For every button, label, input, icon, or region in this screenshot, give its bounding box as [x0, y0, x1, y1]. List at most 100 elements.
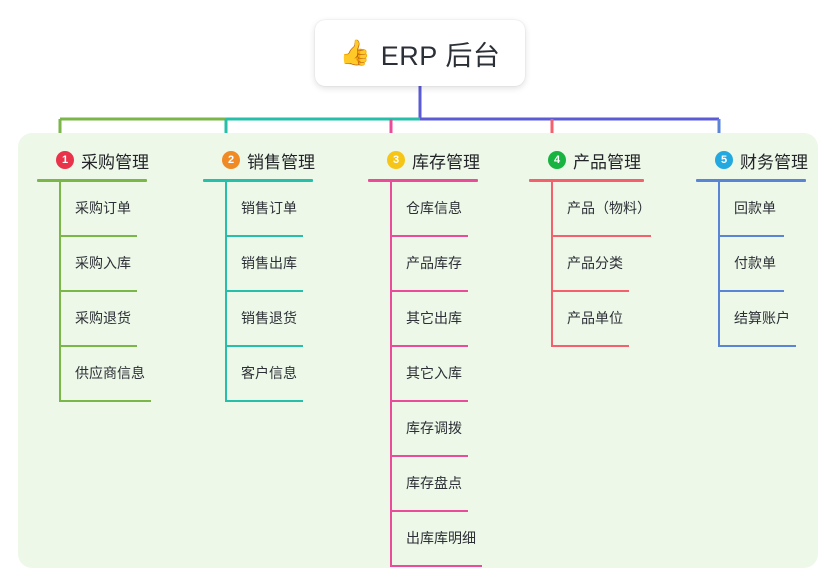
leaf-item[interactable]: 仓库信息: [368, 182, 480, 237]
leaf-item-label: 产品（物料）: [567, 200, 651, 216]
leaf-item-label: 付款单: [734, 255, 776, 271]
leaf-item-label: 产品库存: [406, 255, 462, 271]
leaf-item-underline: [718, 290, 784, 292]
root-node-title: ERP 后台: [380, 40, 501, 71]
leaf-item[interactable]: 产品（物料）: [529, 182, 651, 237]
leaf-item-label: 客户信息: [241, 365, 297, 381]
leaf-item-underline: [390, 290, 468, 292]
leaf-item-underline: [551, 290, 629, 292]
leaf-item-underline: [59, 345, 137, 347]
leaf-item-label: 销售退货: [241, 310, 297, 326]
leaf-item[interactable]: 销售出库: [203, 237, 315, 292]
leaf-item[interactable]: 销售订单: [203, 182, 315, 237]
column-badge-3: 3: [387, 151, 405, 169]
leaf-item[interactable]: 采购入库: [37, 237, 149, 292]
leaf-item-label: 采购退货: [75, 310, 131, 326]
leaf-item-underline: [390, 455, 468, 457]
leaf-item-underline: [390, 345, 468, 347]
leaf-item[interactable]: 其它入库: [368, 347, 480, 402]
leaf-item[interactable]: 产品库存: [368, 237, 480, 292]
leaf-item-underline: [225, 400, 303, 402]
leaf-item-underline: [225, 235, 303, 237]
leaf-item-underline: [225, 345, 303, 347]
leaf-item-label: 销售订单: [241, 200, 297, 216]
leaf-item-label: 仓库信息: [406, 200, 462, 216]
leaf-item[interactable]: 销售退货: [203, 292, 315, 347]
leaf-item[interactable]: 其它出库: [368, 292, 480, 347]
leaf-item-underline: [551, 345, 629, 347]
leaf-item-label: 销售出库: [241, 255, 297, 271]
leaf-item[interactable]: 库存调拨: [368, 402, 480, 457]
leaf-item-underline: [718, 345, 796, 347]
leaf-item[interactable]: 采购订单: [37, 182, 149, 237]
column-3: 3 库存管理仓库信息产品库存其它出库其它入库库存调拨库存盘点出库库明细: [368, 147, 482, 567]
column-spine-4: [551, 182, 553, 347]
column-header-4[interactable]: 4 产品管理: [529, 147, 644, 173]
leaf-item[interactable]: 采购退货: [37, 292, 149, 347]
leaf-item[interactable]: 结算账户: [696, 292, 808, 347]
column-spine-1: [59, 182, 61, 402]
leaf-item[interactable]: 出库库明细: [368, 512, 482, 567]
column-items-3: 仓库信息产品库存其它出库其它入库库存调拨库存盘点出库库明细: [368, 182, 482, 567]
leaf-item-label: 采购入库: [75, 255, 131, 271]
root-node-card[interactable]: 👍 ERP 后台: [315, 20, 525, 86]
leaf-item-label: 结算账户: [734, 310, 790, 326]
leaf-item[interactable]: 产品分类: [529, 237, 644, 292]
column-title-5: 财务管理: [740, 152, 808, 172]
column-title-4: 产品管理: [573, 152, 641, 172]
column-4: 4 产品管理产品（物料） 产品分类产品单位: [529, 147, 651, 347]
column-underline-5: [696, 179, 806, 182]
column-spine-5: [718, 182, 720, 347]
leaf-item-label: 其它出库: [406, 310, 462, 326]
leaf-item[interactable]: 库存盘点: [368, 457, 480, 512]
branches-panel: [18, 133, 818, 568]
leaf-item-label: 出库库明细: [406, 530, 476, 546]
column-header-3[interactable]: 3 库存管理: [368, 147, 480, 173]
leaf-item-label: 采购订单: [75, 200, 131, 216]
column-5: 5 财务管理回款单付款单结算账户: [696, 147, 808, 347]
column-spine-2: [225, 182, 227, 402]
column-title-2: 销售管理: [247, 152, 315, 172]
leaf-item-underline: [59, 235, 137, 237]
column-header-5[interactable]: 5 财务管理: [696, 147, 808, 173]
leaf-item-label: 回款单: [734, 200, 776, 216]
leaf-item-underline: [390, 510, 468, 512]
leaf-item[interactable]: 付款单: [696, 237, 808, 292]
leaf-item-label: 库存盘点: [406, 475, 462, 491]
leaf-item[interactable]: 客户信息: [203, 347, 315, 402]
column-underline-3: [368, 179, 478, 182]
leaf-item-underline: [390, 400, 468, 402]
leaf-item-label: 其它入库: [406, 365, 462, 381]
column-underline-4: [529, 179, 644, 182]
leaf-item-underline: [390, 235, 468, 237]
leaf-item[interactable]: 产品单位: [529, 292, 644, 347]
column-title-3: 库存管理: [412, 152, 480, 172]
leaf-item-underline: [718, 235, 784, 237]
leaf-item[interactable]: 供应商信息: [37, 347, 151, 402]
leaf-item-underline: [59, 400, 151, 402]
leaf-item-underline: [225, 290, 303, 292]
leaf-item-label: 产品单位: [567, 310, 623, 326]
leaf-item-label: 产品分类: [567, 255, 623, 271]
column-items-4: 产品（物料） 产品分类产品单位: [529, 182, 651, 347]
column-underline-2: [203, 179, 313, 182]
column-items-2: 销售订单销售出库销售退货客户信息: [203, 182, 315, 402]
column-underline-1: [37, 179, 147, 182]
leaf-item-underline: [59, 290, 137, 292]
column-spine-3: [390, 182, 392, 567]
column-badge-5: 5: [715, 151, 733, 169]
leaf-item-underline: [390, 565, 482, 567]
leaf-item-label: 库存调拨: [406, 420, 462, 436]
leaf-item-label: 供应商信息: [75, 365, 145, 381]
leaf-item-underline: [551, 235, 651, 237]
column-items-1: 采购订单采购入库采购退货供应商信息: [37, 182, 151, 402]
leaf-item[interactable]: 回款单: [696, 182, 808, 237]
column-items-5: 回款单付款单结算账户: [696, 182, 808, 347]
column-badge-4: 4: [548, 151, 566, 169]
thumbs-up-icon: 👍: [339, 38, 371, 67]
